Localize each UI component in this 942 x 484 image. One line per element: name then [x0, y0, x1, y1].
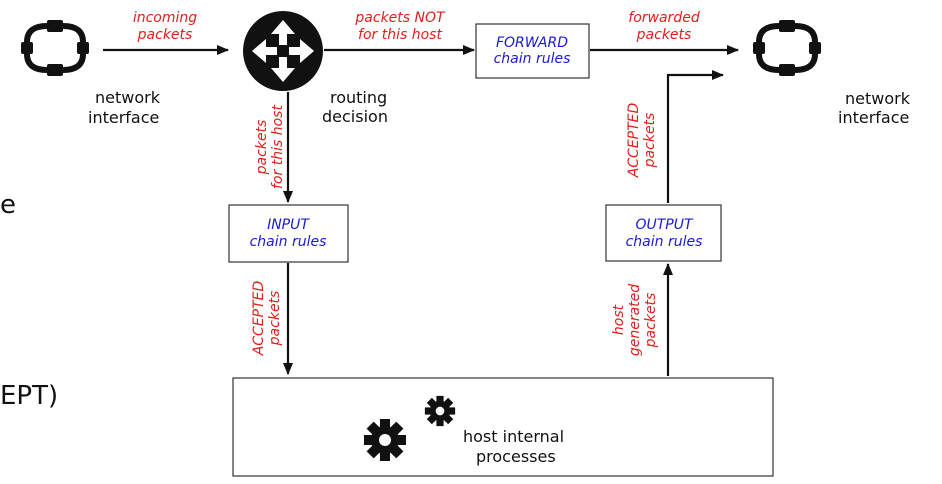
routing-decision-label-2: decision [322, 107, 388, 126]
edge-accepted-out-label-2: packets [642, 113, 658, 169]
output-chain-label-1: OUTPUT [635, 217, 694, 233]
edge-incoming-label-1: incoming [133, 10, 197, 26]
gear-large-icon [364, 419, 406, 461]
edge-accepted-out-label-1: ACCEPTED [626, 102, 642, 178]
forward-chain-label-1: FORWARD [496, 35, 568, 51]
edge-for-host-label-2: for this host [270, 105, 286, 189]
network-interface-left-icon [21, 20, 89, 76]
host-processes-label-1: host internal [463, 427, 564, 446]
network-interface-right-label-2: interface [838, 108, 909, 127]
edge-host-generated-label-1: host [611, 304, 627, 335]
cutoff-text-bottom: EPT) [0, 381, 59, 411]
network-interface-left-label-2: interface [88, 108, 159, 127]
input-chain-label-1: INPUT [267, 217, 310, 233]
edge-accepted-in-label-2: packets [267, 291, 283, 347]
forward-chain-box [475, 23, 590, 79]
edge-not-for-host-label-2: for this host [358, 27, 442, 43]
edge-host-generated-label-3: packets [643, 293, 659, 349]
edge-not-for-host-label-1: packets NOT [354, 10, 446, 26]
edge-incoming-label-2: packets [137, 27, 193, 43]
host-processes-box [232, 377, 774, 477]
edge-host-generated-label-2: generated [627, 284, 643, 356]
edge-accepted-in-label-1: ACCEPTED [251, 280, 267, 356]
output-chain-label-2: chain rules [626, 234, 703, 250]
network-interface-left-label-1: network [95, 88, 161, 107]
edge-forwarded-label-1: forwarded [628, 10, 700, 26]
network-interface-right-label-1: network [845, 89, 911, 108]
gear-small-icon [424, 395, 456, 427]
arrow-accepted-out [666, 70, 724, 203]
routing-decision-icon [243, 11, 323, 91]
network-interface-right-icon [753, 20, 821, 76]
input-chain-box [228, 204, 349, 263]
cutoff-text-top: e [0, 190, 16, 220]
input-chain-label-2: chain rules [250, 234, 327, 250]
edge-forwarded-label-2: packets [636, 27, 692, 43]
output-chain-box [605, 204, 722, 262]
host-processes-label-2: processes [476, 447, 556, 466]
edge-for-host-label-1: packets [254, 120, 270, 176]
routing-decision-label-1: routing [330, 88, 387, 107]
forward-chain-label-2: chain rules [494, 51, 571, 67]
